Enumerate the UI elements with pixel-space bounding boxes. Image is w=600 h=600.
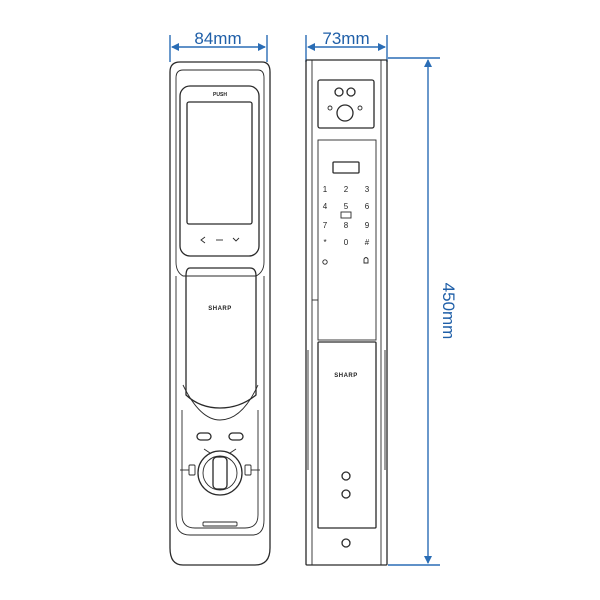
lock-icon (363, 257, 369, 264)
key-6[interactable]: 6 (365, 202, 370, 211)
thumb-turn-knob[interactable] (197, 450, 243, 496)
height-label: 450mm (439, 283, 458, 340)
camera-lens-icon (334, 87, 344, 97)
side-view: 1 2 3 4 5 6 7 8 9 * 0 # SHARP (305, 59, 388, 566)
right-button[interactable] (228, 432, 244, 441)
screw-hole (341, 489, 351, 499)
touch-screen[interactable] (186, 101, 253, 225)
key-7[interactable]: 7 (323, 221, 328, 230)
push-label: PUSH (213, 92, 227, 98)
camera-module (317, 79, 375, 129)
handle-plate (317, 341, 377, 529)
front-view: PUSH SHARP (169, 61, 271, 566)
key-hash[interactable]: # (365, 238, 370, 247)
screw-hole (341, 471, 351, 481)
side-brand-logo: SHARP (334, 373, 358, 379)
key-8[interactable]: 8 (344, 221, 349, 230)
key-0[interactable]: 0 (344, 238, 349, 247)
keypad-display (332, 161, 360, 174)
bell-icon[interactable] (322, 259, 328, 265)
chevron-down-icon[interactable] (232, 237, 240, 242)
side-width-dimension: 73mm (305, 29, 388, 62)
front-brand-logo: SHARP (208, 306, 232, 312)
keypad[interactable]: 1 2 3 4 5 6 7 8 9 * 0 # (323, 185, 370, 247)
key-9[interactable]: 9 (365, 221, 370, 230)
screw-hole (341, 538, 351, 548)
key-2[interactable]: 2 (344, 185, 349, 194)
front-width-dimension: 84mm (169, 29, 268, 62)
left-button[interactable] (196, 432, 212, 441)
camera-lens-icon (346, 87, 356, 97)
key-4[interactable]: 4 (323, 202, 328, 211)
fingerprint-sensor-icon (340, 211, 352, 219)
key-1[interactable]: 1 (323, 185, 328, 194)
front-width-label: 84mm (194, 29, 241, 48)
key-5[interactable]: 5 (344, 202, 349, 211)
key-3[interactable]: 3 (365, 185, 370, 194)
chevron-left-icon[interactable] (200, 236, 206, 244)
height-dimension: 450mm (388, 57, 458, 566)
key-star[interactable]: * (323, 238, 326, 247)
side-width-label: 73mm (322, 29, 369, 48)
camera-lens-icon (336, 104, 354, 122)
